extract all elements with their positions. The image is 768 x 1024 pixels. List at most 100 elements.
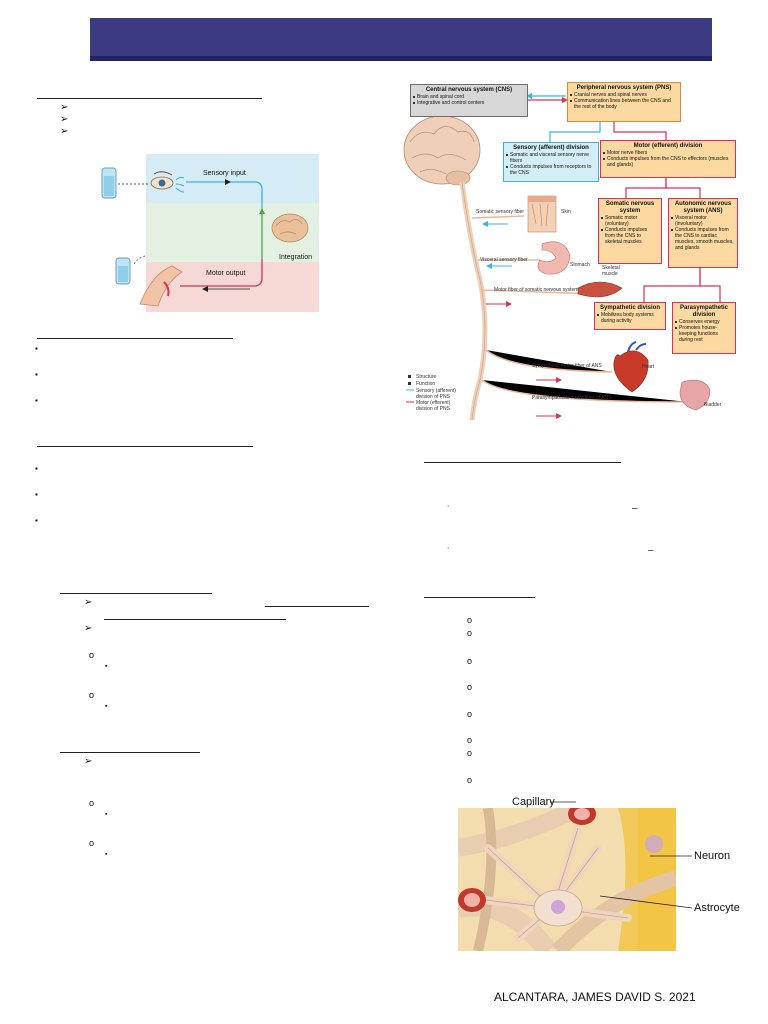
label-motor-output: Motor output [206,270,246,277]
circle-bullet: o [467,748,473,758]
circle-bullet: o [89,690,95,700]
box-autonomic-title: Autonomic nervous system (ANS) [674,201,732,214]
square-bullet: ▪ [35,490,38,499]
arrow-bullet: ➢ [84,597,93,608]
sensory-figure-drawing [101,167,309,307]
box-somatic: Somatic nervous system Somatic motor (vo… [598,198,662,264]
astrocyte-leader-lines [550,801,693,909]
circle-bullet: o [467,775,473,785]
heading-underline-functions [37,98,262,99]
legend-function: Function [416,381,436,387]
heading-underline-4 [60,593,212,594]
circle-bullet: o [467,709,473,719]
box-sympathetic: Sympathetic division Mobilizes body syst… [594,302,666,330]
circle-bullet: o [467,682,473,692]
label-skin: Skin [561,209,571,215]
inline-underline [265,606,369,607]
square-bullet: ▪ [35,344,38,353]
circle-bullet: o [467,735,473,745]
label-capillary: Capillary [512,796,555,808]
label-integration: Integration [279,254,313,261]
box-autonomic: Autonomic nervous system (ANS) Visceral … [668,198,738,268]
heading-underline-right-2 [424,597,535,598]
square-bullet: ▪ [35,516,38,525]
heading-underline-3 [37,446,253,447]
box-parasympathetic-item: Conserves energy [673,319,735,325]
square-bullet: ▪ [35,464,38,473]
box-cns-item: Integrative and control centers [411,100,527,106]
title-banner [90,18,712,61]
box-sensory-title: Sensory (afferent) division [513,145,589,151]
circle-bullet: o [467,615,473,625]
box-parasympathetic: Parasympathetic division Conserves energ… [672,302,736,354]
small-square-bullet: ▪ [105,851,108,858]
small-square-bullet: ▪ [105,811,108,818]
box-pns-title: Peripheral nervous system (PNS) [576,85,672,91]
arrow-bullet: ➢ [60,126,69,137]
dash-mark: – [648,545,654,556]
box-autonomic-item: Visceral motor (involuntary) [669,215,737,227]
label-somatic-sensory-fiber: Somatic sensory fiber [476,209,525,215]
dash-mark: – [632,503,638,514]
box-pns-item: Cranial nerves and spinal nerves [568,92,680,98]
heading-underline-right-1 [424,462,621,463]
label-bladder: Bladder [704,402,722,408]
square-bullet: ▪ [35,396,38,405]
box-sensory-item: Conducts impulses from receptors to the … [504,164,598,176]
box-motor-item: Conducts impulses from the CNS to effect… [601,156,735,168]
box-somatic-item: Somatic motor (voluntary) [599,215,661,227]
small-square-bullet: ▪ [105,703,108,710]
figure-astrocyte [458,808,676,951]
box-autonomic-item: Conducts impulses from the CNS to cardia… [669,227,737,251]
legend-motor: Motor (efferent) division of PNS [416,400,451,412]
arrow-bullet: ➢ [60,102,69,113]
arrow-bullet: ➢ [60,114,69,125]
label-sensory-input: Sensory input [203,170,246,177]
circle-bullet: o [467,656,473,666]
circle-bullet: o [89,798,95,808]
box-sympathetic-title: Sympathetic division [599,305,660,311]
circle-bullet: o [89,838,95,848]
box-pns-item: Communication lines between the CNS and … [568,98,680,110]
label-visceral-sensory-fiber: Visceral sensory fiber [480,257,528,263]
box-cns-item: Brain and spinal cord [411,94,527,100]
heading-underline-2 [37,338,233,339]
label-stomach: Stomach [570,262,590,268]
label-heart: Heart [642,364,655,370]
label-parasympathetic-motor: Parasympathetic motor fiber of ANS [532,395,612,401]
circle-bullet: o [467,628,473,638]
legend-structure: Structure [416,374,437,380]
box-somatic-item: Conducts impulses from the CNS to skelet… [599,227,661,245]
box-sympathetic-item: Mobilizes body systems during activity [595,312,665,324]
dot-bullet: ˙ [447,505,451,516]
sensory-band [146,154,319,203]
box-motor-title: Motor (efferent) division [633,143,703,149]
astrocyte-illustration [458,808,676,951]
box-sensory-item: Somatic and visceral sensory nerve fiber… [504,152,598,164]
box-motor-item: Motor nerve fibers [601,150,735,156]
box-somatic-title: Somatic nervous system [605,201,655,214]
box-parasympathetic-item: Promotes house-keeping functions during … [673,325,735,343]
heading-underline-5 [60,752,200,753]
box-cns-title: Central nervous system (CNS) [425,87,513,93]
box-sensory: Sensory (afferent) division Somatic and … [503,142,599,182]
author-credit: ALCANTARA, JAMES DAVID S. 2021 [494,990,696,1004]
arrow-bullet: ➢ [84,756,93,767]
box-motor: Motor (efferent) division Motor nerve fi… [600,140,736,178]
legend-sensory: Sensory (afferent) division of PNS [416,388,456,400]
dot-bullet: ˙ [447,547,451,558]
label-sympathetic-motor: Sympathetic motor fiber of ANS [532,363,602,369]
label-skeletal-muscle: Skeletal muscle [602,265,620,277]
circle-bullet: o [89,650,95,660]
inline-underline [104,619,286,620]
small-square-bullet: ▪ [105,663,108,670]
box-pns: Peripheral nervous system (PNS) Cranial … [567,82,681,122]
nervous-system-divisions-figure [403,93,721,421]
arrow-bullet: ➢ [84,623,93,634]
box-cns: Central nervous system (CNS) Brain and s… [410,84,528,117]
label-neuron: Neuron [694,850,731,862]
box-parasympathetic-title: Parasympathetic division [679,305,729,318]
label-motor-fiber-somatic: Motor fiber of somatic nervous system [494,287,579,293]
label-astrocyte: Astrocyte [694,902,740,914]
square-bullet: ▪ [35,370,38,379]
